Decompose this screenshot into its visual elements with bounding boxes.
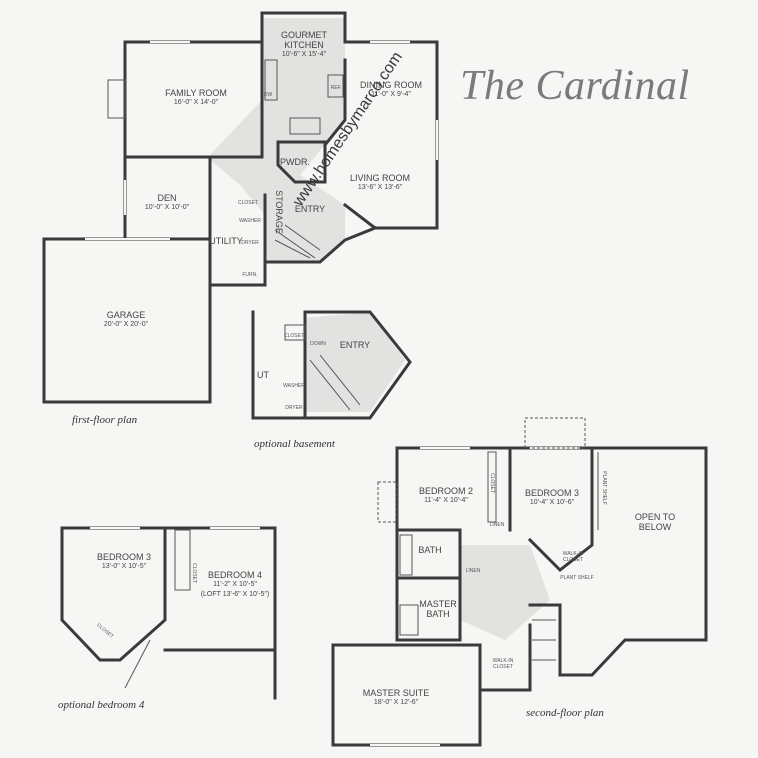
caption-basement: optional basement (254, 438, 335, 450)
basement-entry-floor (305, 312, 405, 412)
basement-entry-walls (303, 310, 412, 420)
room-entry: ENTRY (294, 204, 326, 214)
stair-line (319, 354, 361, 406)
label-linen-1: LINEN (489, 522, 505, 528)
kitchen-island (289, 117, 321, 135)
first-floor-plan (42, 11, 439, 404)
optional-basement-plan (251, 310, 412, 420)
powder-room-walls (276, 140, 327, 184)
label-refrigerator: REF. (330, 85, 342, 91)
basement-utility: UT (257, 370, 269, 380)
label-dishwasher: DW (263, 92, 273, 98)
stair-walls (263, 213, 377, 264)
room-utility: UTILITY (209, 236, 243, 246)
bay-window (377, 481, 398, 523)
label-walk-in-closet-master: WALK-IN CLOSET (492, 658, 514, 670)
stair-line (309, 359, 351, 411)
basement-entry: ENTRY (339, 340, 371, 350)
kitchen-counter (264, 59, 278, 101)
label-plant-shelf: PLANT SHELF (560, 575, 594, 581)
closet-strip (487, 451, 497, 523)
basement-dryer: DRYER (285, 405, 303, 411)
fireplace (107, 79, 126, 119)
caption-first-floor: first-floor plan (72, 414, 138, 426)
label-washer: WASHER (239, 218, 261, 224)
room-storage: STORAGE (273, 190, 284, 234)
bath-walls (395, 528, 462, 642)
stair-line (274, 239, 311, 259)
stair-line (274, 229, 316, 259)
tub (399, 534, 413, 576)
hall-floor (460, 545, 550, 640)
basement-walls (251, 310, 307, 420)
open-to-below-walls (558, 446, 708, 677)
room-open-to-below: OPEN TO BELOW (634, 512, 676, 532)
label-linen-2: LINEN (465, 568, 481, 574)
label-dryer: DRYER (241, 240, 259, 246)
stair-walls (528, 603, 562, 677)
optional-bedroom4-plan (60, 526, 277, 700)
second-floor-plan (331, 417, 708, 747)
room-powder: PWDR. (280, 157, 310, 167)
basement-washer: WASHER (283, 383, 305, 389)
basement-closet-box (284, 324, 306, 341)
room-master-bath: MASTER BATH (419, 599, 457, 619)
opt-hall-line (124, 639, 151, 689)
label-closet-bedroom2: CLOSET (489, 472, 495, 494)
plan-title: The Cardinal (460, 63, 690, 109)
label-furnace: FURN. (242, 272, 258, 278)
walk-in-closet-walls (478, 623, 532, 692)
bay-window (524, 417, 586, 449)
room-bath: BATH (418, 545, 442, 555)
opt-closet-box (174, 529, 191, 591)
opt-bedroom4-walls (163, 526, 277, 700)
opt-closet-label: CLOSET (191, 562, 198, 584)
basement-closet: CLOSET (283, 333, 305, 339)
stair-line (284, 224, 321, 251)
caption-second-floor: second-floor plan (526, 707, 604, 719)
refrigerator (327, 74, 344, 98)
master-suite-walls (331, 643, 482, 747)
kitchen-walls (260, 11, 347, 44)
label-closet: CLOSET (237, 200, 259, 206)
label-plant-shelf-vertical: PLANT SHELF (601, 471, 607, 505)
basement-down: DOWN (310, 341, 326, 347)
label-walk-in-closet-bedroom3: WALK-IN CLOSET (562, 551, 584, 563)
shower (399, 604, 419, 636)
caption-bedroom4: optional bedroom 4 (58, 699, 145, 711)
